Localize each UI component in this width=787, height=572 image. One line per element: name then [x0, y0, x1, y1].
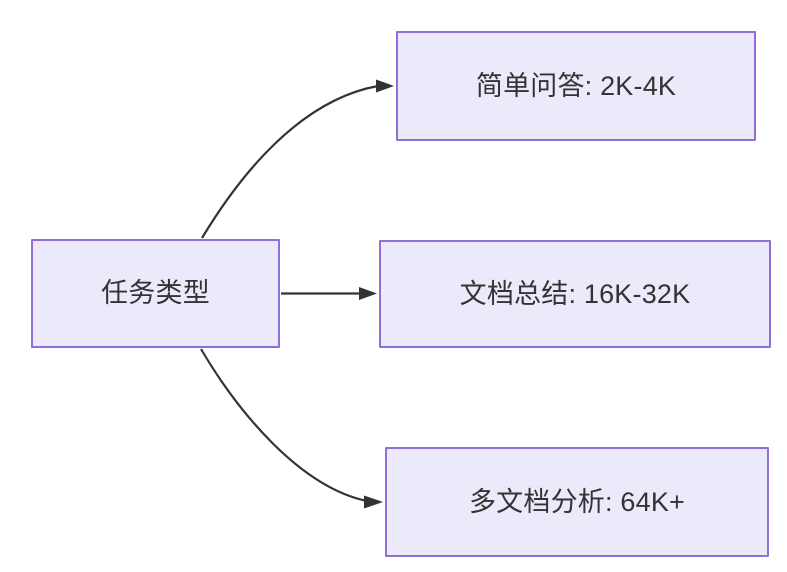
node-simple-qa[interactable]: 简单问答: 2K-4K — [396, 31, 756, 141]
node-label-document-summary: 文档总结: 16K-32K — [459, 278, 691, 309]
edge-root-to-task-2 — [200, 348, 383, 509]
node-label-multi-document-analysis: 多文档分析: 64K+ — [468, 486, 685, 517]
node-label-root: 任务类型 — [101, 278, 210, 309]
arrowhead-icon-task-2 — [364, 495, 383, 509]
edge-root-to-task-0 — [201, 79, 394, 239]
arrowhead-icon-task-0 — [376, 79, 394, 93]
node-document-summary[interactable]: 文档总结: 16K-32K — [379, 240, 771, 348]
edge-path-root-to-task-0 — [201, 84, 379, 239]
node-multi-document-analysis[interactable]: 多文档分析: 64K+ — [385, 447, 769, 557]
edge-path-root-to-task-2 — [200, 348, 368, 503]
edge-root-to-task-1 — [281, 287, 377, 300]
node-root-task-type[interactable]: 任务类型 — [31, 239, 280, 348]
node-label-simple-qa: 简单问答: 2K-4K — [475, 70, 677, 101]
arrowhead-icon-task-1 — [359, 287, 377, 300]
